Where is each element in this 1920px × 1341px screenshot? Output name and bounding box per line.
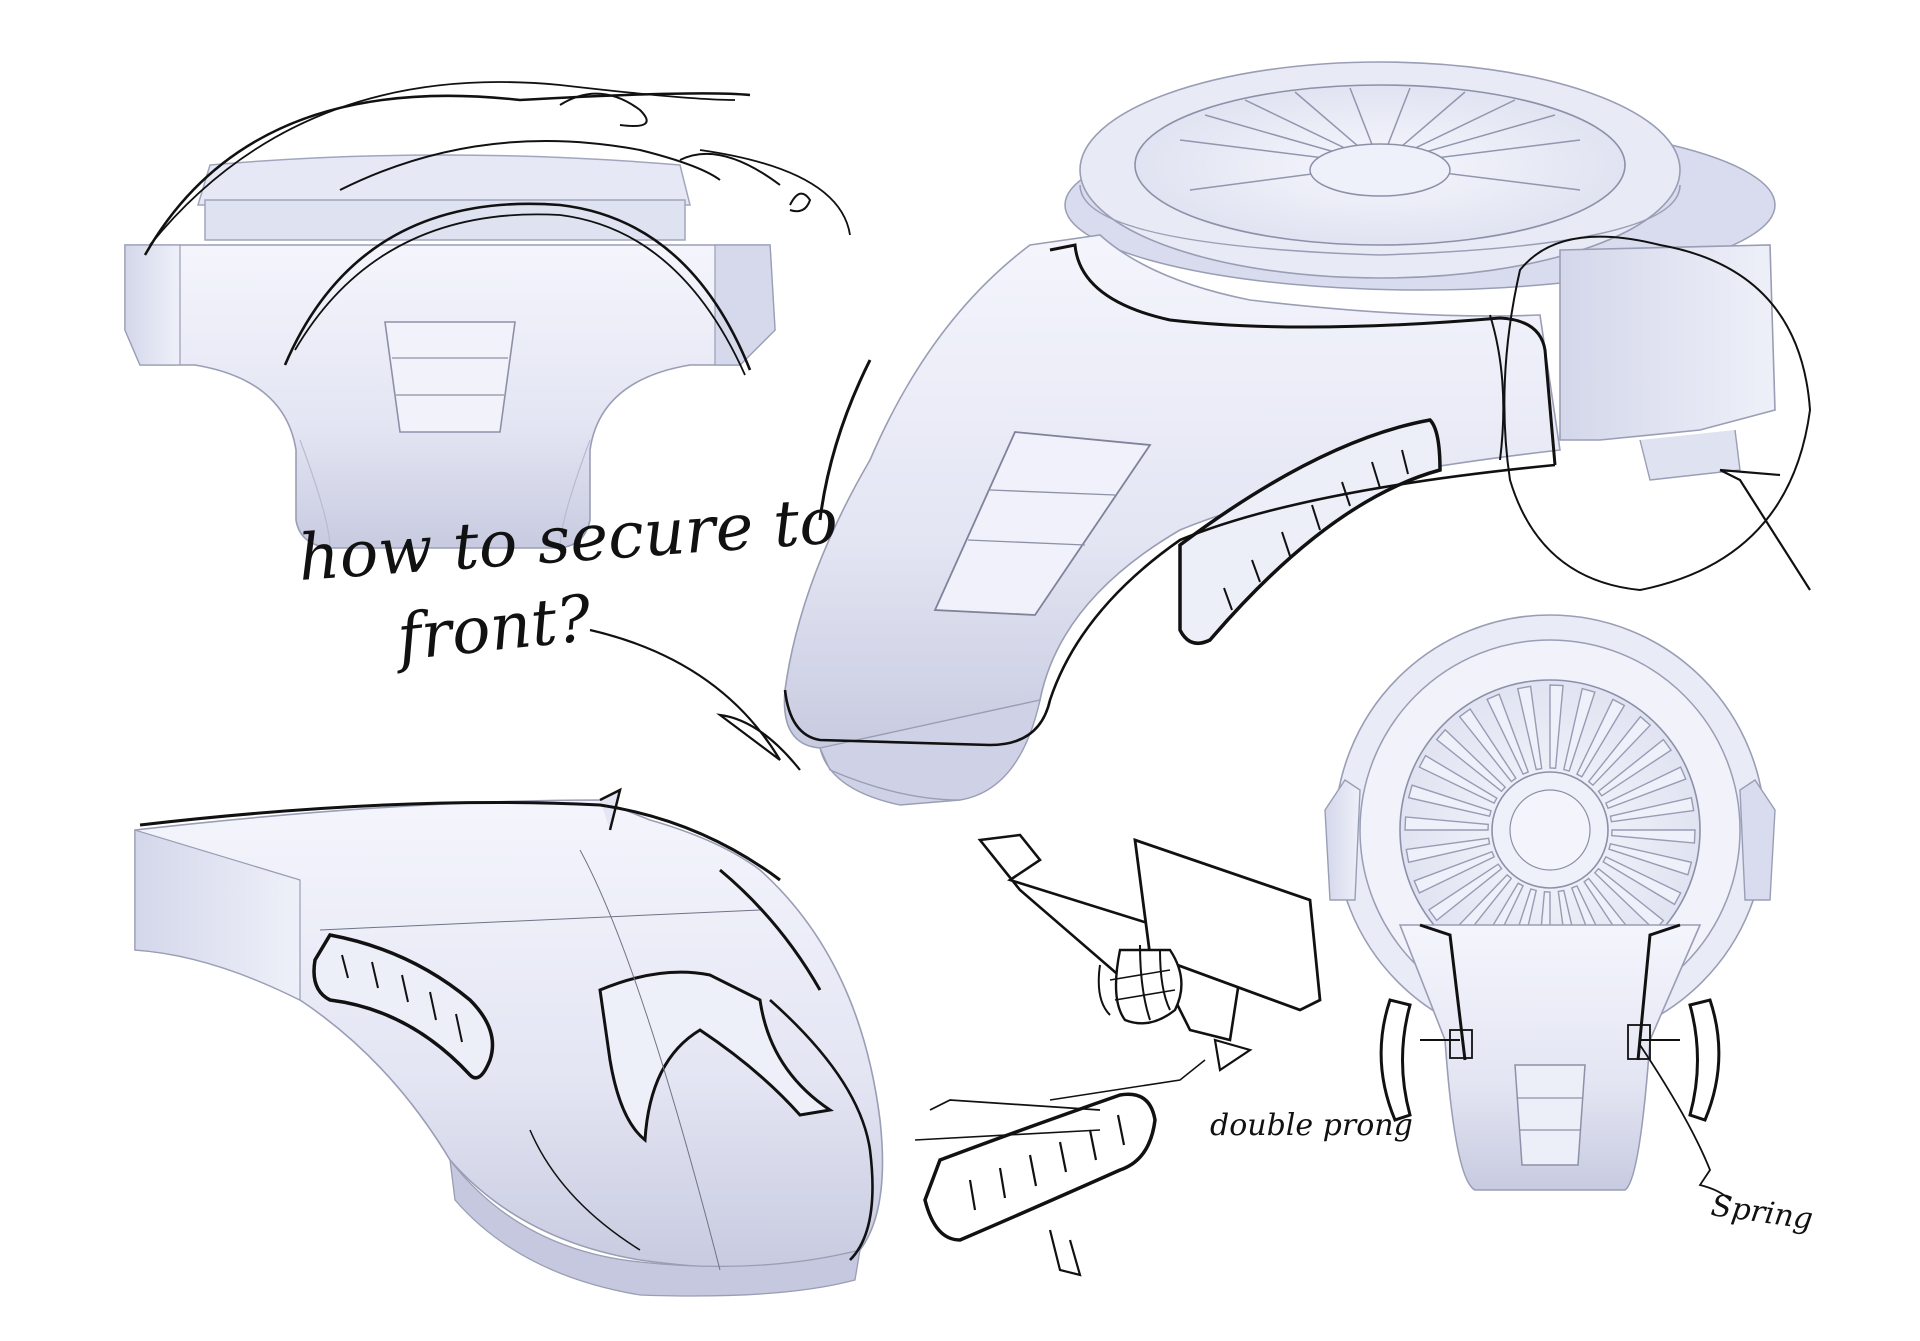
- dial-spoke: [1435, 728, 1507, 793]
- annotation-question: how to secure to front?: [296, 484, 840, 771]
- dial-spoke: [1562, 687, 1596, 772]
- dial-spoke: [1604, 766, 1687, 810]
- dial-spoke: [1575, 698, 1626, 778]
- dial-spoke: [1602, 855, 1682, 906]
- dial-spoke: [1418, 754, 1498, 805]
- dial-spoke: [1413, 850, 1496, 894]
- button-grip-lines: [1223, 449, 1409, 611]
- dial-spoke: [1486, 693, 1530, 776]
- double-prong-exploded-sketch: [914, 833, 1322, 1277]
- closeup-grip-lines: [341, 954, 463, 1043]
- dial-spoke: [1587, 715, 1652, 787]
- top-view-dial-spokes: [1404, 684, 1696, 976]
- annotation-question-line2: front?: [390, 582, 595, 676]
- annotation-pointer-arrow: [589, 628, 801, 771]
- dial-spoke: [1549, 684, 1564, 769]
- dial-spoke: [1427, 863, 1503, 922]
- dial-spoke: [1404, 816, 1489, 831]
- dial-spoke: [1458, 707, 1517, 783]
- front-view-render: [124, 81, 851, 549]
- dial-spoke: [1609, 796, 1695, 823]
- dial-spoke: [1516, 685, 1543, 771]
- three-quarter-view-render: [783, 61, 1812, 806]
- annotation-double-prong: double prong: [1210, 1108, 1413, 1143]
- top-view-render: [1324, 614, 1776, 1201]
- dial-spoke: [1611, 829, 1696, 844]
- dial-spoke: [1407, 784, 1492, 818]
- dial-spoke: [1608, 842, 1693, 876]
- annotation-spring: Spring: [1709, 1188, 1815, 1237]
- lug-closeup-render: [134, 787, 884, 1297]
- dial-spoke: [1405, 837, 1491, 864]
- dial-spoke: [1597, 738, 1673, 797]
